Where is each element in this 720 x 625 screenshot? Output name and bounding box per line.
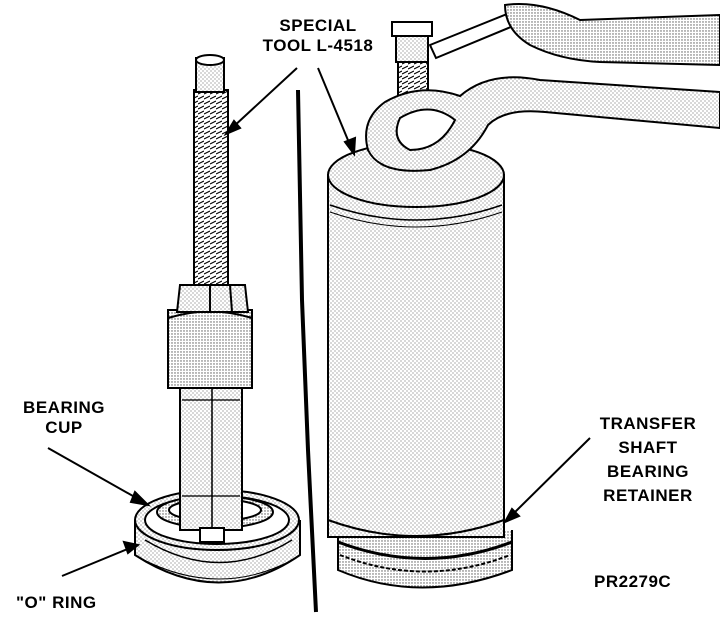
transfer-shaft-label-line2: SHAFT bbox=[618, 438, 678, 457]
divider-line bbox=[296, 89, 318, 613]
threaded-rod bbox=[193, 54, 229, 286]
arrowhead-o-ring bbox=[122, 540, 141, 555]
transfer-shaft-label-line1: TRANSFER bbox=[599, 414, 697, 433]
tool-nut bbox=[175, 284, 250, 313]
arrowhead-special-tool-left bbox=[223, 119, 242, 137]
o-ring-label: "O" RING bbox=[16, 593, 97, 612]
arrowhead-special-tool-right bbox=[343, 136, 357, 157]
special-tool-label: SPECIAL TOOL L-4518 bbox=[258, 16, 378, 56]
leader-special-tool-left bbox=[231, 67, 298, 129]
tool-collar bbox=[167, 309, 253, 389]
arrowhead-transfer-shaft bbox=[502, 507, 521, 525]
bearing-cup-label: BEARING CUP bbox=[8, 398, 120, 438]
hand bbox=[503, 3, 720, 67]
large-cylinder bbox=[327, 142, 505, 538]
wrench bbox=[365, 76, 720, 172]
hex-key bbox=[428, 10, 520, 60]
bearing-cup-label-line1: BEARING bbox=[23, 398, 105, 417]
special-tool-label-line1: SPECIAL bbox=[279, 16, 357, 35]
arrowhead-bearing-cup bbox=[129, 490, 151, 507]
special-tool-label-line2: TOOL L-4518 bbox=[262, 36, 374, 55]
tool-cylinder bbox=[179, 384, 243, 543]
leader-lines bbox=[47, 67, 591, 577]
bearing-cup-label-line2: CUP bbox=[45, 418, 83, 437]
figure-code: PR2279C bbox=[594, 572, 672, 591]
leader-special-tool-right bbox=[317, 67, 351, 146]
transfer-shaft-label: TRANSFER SHAFT BEARING RETAINER bbox=[586, 412, 710, 508]
leader-transfer-shaft bbox=[511, 437, 591, 516]
transfer-shaft-label-line3: BEARING bbox=[607, 462, 689, 481]
leader-o-ring bbox=[61, 547, 131, 577]
retainer-base-ring bbox=[337, 530, 513, 589]
left-tool-assembly bbox=[134, 54, 301, 584]
right-tool-assembly bbox=[327, 3, 720, 589]
transfer-shaft-label-line4: RETAINER bbox=[603, 486, 693, 505]
leader-bearing-cup bbox=[47, 447, 141, 501]
